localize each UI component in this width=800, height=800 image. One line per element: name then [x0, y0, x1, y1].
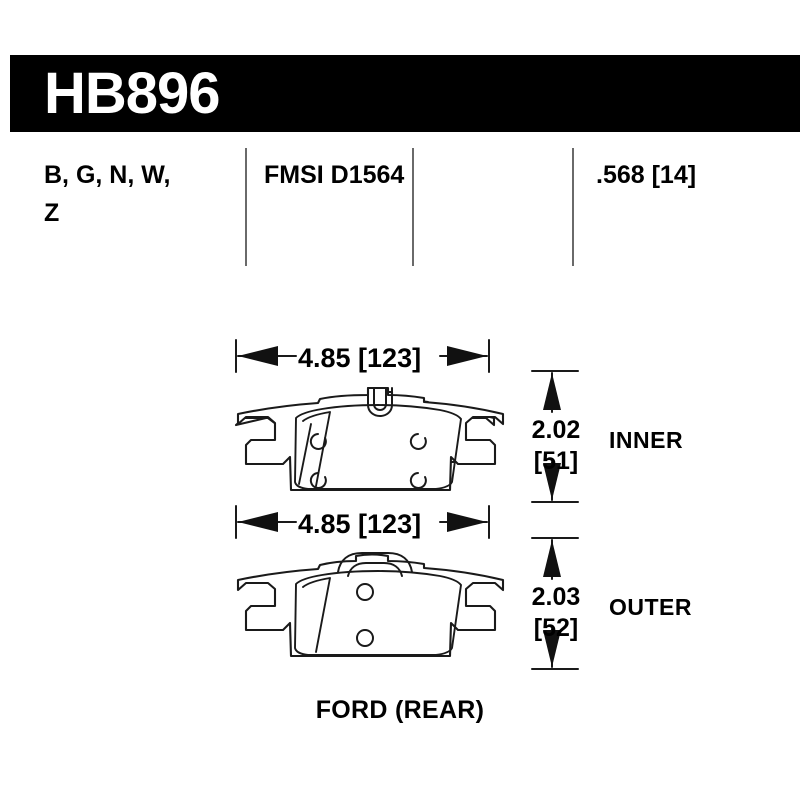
- inner-pad-label: INNER: [609, 427, 684, 453]
- inner-width-arrow-left: [238, 346, 278, 366]
- pad-thickness: .568 [14]: [596, 161, 697, 189]
- inner-height-label: 2.02 [51]: [531, 416, 581, 475]
- fmsi-number: FMSI D1564: [264, 161, 405, 189]
- inner-pad-friction-outline: [294, 404, 462, 490]
- spec-separator-1: [245, 148, 247, 266]
- spec-separator-3: [572, 148, 574, 266]
- inner-width-label: 4.85 [123]: [298, 343, 422, 373]
- inner-width-arrow-right: [447, 346, 487, 366]
- header-bar: HB896: [10, 55, 800, 132]
- inner-pad-holes: [309, 433, 427, 489]
- spec-separator-2: [412, 148, 414, 266]
- inner-height-arrow-up: [543, 373, 561, 410]
- outer-width-arrow-left: [238, 512, 278, 532]
- outer-width-label: 4.85 [123]: [298, 509, 422, 539]
- outer-pad-label: OUTER: [609, 594, 692, 620]
- outer-pad-friction-outline: [294, 570, 462, 656]
- inner-pad-body: [236, 386, 505, 492]
- outer-pad-body: [236, 553, 505, 658]
- vehicle-application-caption: FORD (REAR): [315, 696, 485, 724]
- outer-height-label: 2.03 [52]: [531, 583, 581, 642]
- outer-pad-holes: [356, 583, 374, 647]
- outer-pad-top-tab: [337, 552, 413, 577]
- outer-width-arrow-right: [447, 512, 487, 532]
- compound-codes: B, G, N, W, Z: [44, 161, 171, 227]
- inner-pad-sensor-slot: [367, 387, 393, 417]
- inner-pad-outline: [234, 390, 496, 491]
- outer-height-arrow-up: [543, 540, 561, 577]
- spec-row: B, G, N, W, Z FMSI D1564 .568 [14]: [0, 148, 800, 270]
- part-number: HB896: [44, 60, 221, 126]
